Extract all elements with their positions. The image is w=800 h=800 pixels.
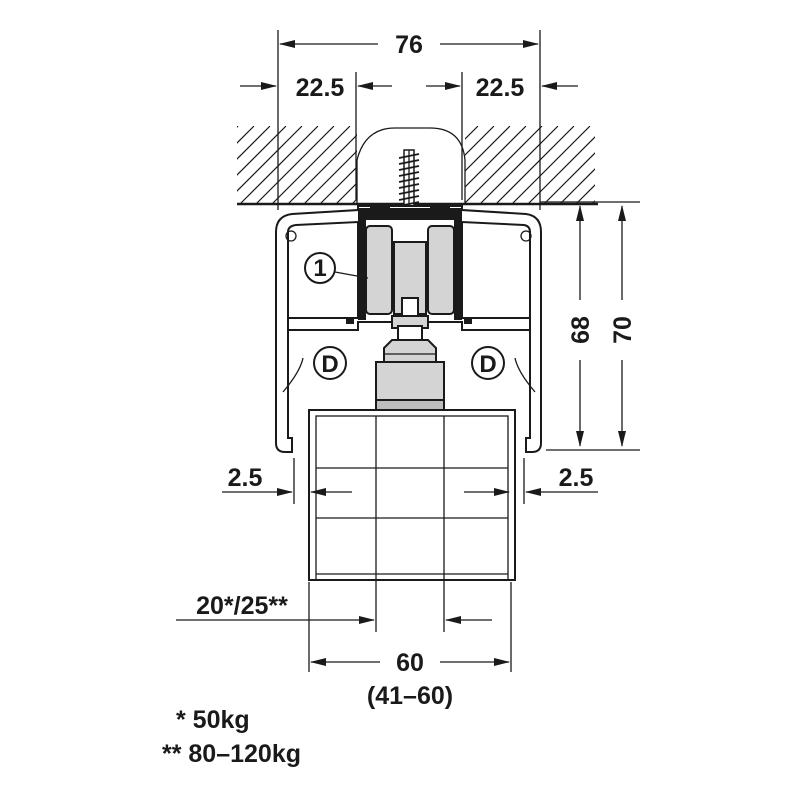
note-50kg: * 50kg bbox=[176, 706, 250, 734]
dim-door-thickness: 20*/25** bbox=[176, 592, 492, 624]
hatch-line bbox=[591, 200, 595, 204]
marker-detail-right: D bbox=[471, 346, 505, 380]
dim-overall-height: 70 bbox=[609, 205, 637, 447]
dim-overall-width: 76 bbox=[279, 31, 539, 59]
hatch-line bbox=[624, 126, 702, 204]
hatch-line bbox=[239, 126, 319, 204]
dim-inner-height: 68 bbox=[567, 205, 595, 447]
svg-text:22.5: 22.5 bbox=[296, 74, 345, 102]
hatch-line bbox=[479, 126, 559, 204]
screw-thread bbox=[398, 159, 420, 165]
svg-text:76: 76 bbox=[395, 31, 423, 59]
hatch-line bbox=[463, 126, 543, 204]
hatch-line bbox=[672, 126, 750, 204]
hatch-line bbox=[608, 126, 686, 204]
hatch-line bbox=[495, 126, 575, 204]
screw-thread bbox=[398, 195, 420, 201]
hatch-line bbox=[271, 126, 351, 204]
dim-door-width: 60 (41–60) bbox=[310, 649, 510, 710]
note-80-120kg: ** 80–120kg bbox=[162, 740, 301, 768]
dim-right-gap: 2.5 bbox=[464, 464, 598, 496]
ceiling-hatching bbox=[237, 126, 782, 204]
hatch-line bbox=[255, 126, 335, 204]
screw-thread bbox=[398, 153, 420, 159]
dim-right-offset: 22.5 bbox=[426, 74, 578, 102]
svg-text:(41–60): (41–60) bbox=[367, 682, 453, 710]
hatch-line bbox=[237, 126, 239, 128]
screw-thread bbox=[398, 171, 420, 177]
marker-item-1: 1 bbox=[304, 252, 369, 284]
hatch-line bbox=[237, 126, 271, 160]
extension-lines bbox=[277, 30, 640, 672]
screw-thread bbox=[398, 189, 420, 195]
svg-text:1: 1 bbox=[313, 255, 326, 282]
runner-carriage bbox=[358, 204, 462, 411]
hatch-line bbox=[575, 184, 595, 204]
svg-text:2.5: 2.5 bbox=[228, 464, 263, 492]
hatch-line bbox=[237, 126, 287, 176]
hatch-line bbox=[704, 126, 782, 204]
screw-thread bbox=[398, 177, 420, 183]
hatch-line bbox=[688, 126, 766, 204]
svg-text:20*/25**: 20*/25** bbox=[196, 592, 288, 620]
svg-text:60: 60 bbox=[396, 649, 424, 677]
hatch-line bbox=[543, 152, 595, 204]
hatch-line bbox=[287, 126, 367, 204]
svg-text:22.5: 22.5 bbox=[476, 74, 525, 102]
svg-text:70: 70 bbox=[609, 316, 637, 344]
dim-left-gap: 2.5 bbox=[222, 464, 352, 496]
door-panel bbox=[308, 409, 516, 581]
hatch-line bbox=[640, 126, 718, 204]
svg-text:2.5: 2.5 bbox=[559, 464, 594, 492]
svg-text:68: 68 bbox=[567, 316, 595, 344]
dim-left-offset: 22.5 bbox=[240, 74, 392, 102]
hatch-line bbox=[656, 126, 734, 204]
hatch-line bbox=[237, 126, 255, 144]
screw-thread bbox=[398, 165, 420, 171]
hatch-line bbox=[527, 136, 595, 204]
screw-thread bbox=[398, 183, 420, 189]
marker-detail-left: D bbox=[313, 346, 347, 380]
svg-text:D: D bbox=[321, 351, 338, 378]
svg-text:D: D bbox=[479, 351, 496, 378]
hatch-line bbox=[237, 126, 303, 192]
hatch-line bbox=[511, 126, 591, 204]
hatch-line bbox=[559, 168, 595, 204]
